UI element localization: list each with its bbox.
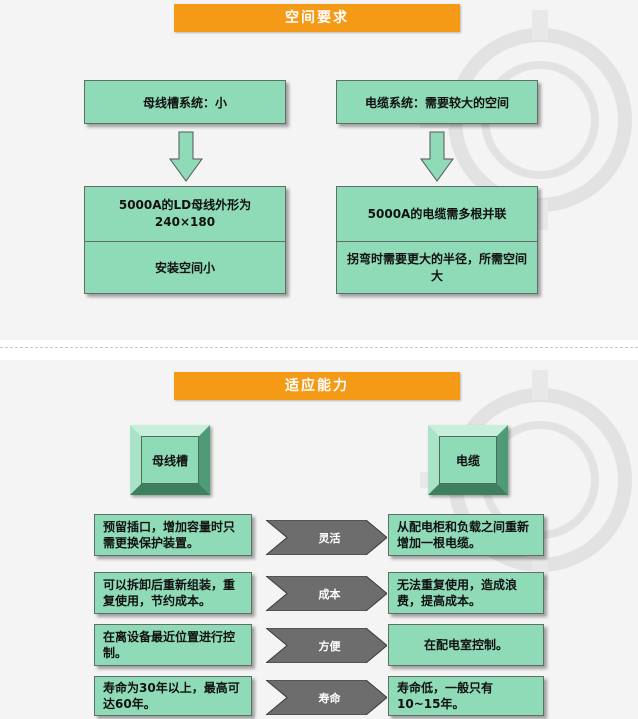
down-arrow-icon xyxy=(420,131,454,182)
comparison-label: 寿命 xyxy=(318,691,341,705)
down-arrow-icon xyxy=(169,131,203,182)
cable-bevel-box: 电缆 xyxy=(428,425,508,495)
cable-bend-text: 拐弯时需要更大的半径，所需空间大 xyxy=(347,252,528,283)
divider-line xyxy=(85,241,285,242)
busway-feature-text: 预留插口，增加容量时只需更换保护装置。 xyxy=(94,514,252,556)
busway-feature-text: 可以拆卸后重新组装，重复使用，节约成本。 xyxy=(94,572,252,614)
cable-space-label: 电缆系统：需要较大的空间 xyxy=(336,80,538,124)
busway-bevel-box: 母线槽 xyxy=(130,425,210,495)
cable-parallel-text: 5000A的电缆需多根并联 xyxy=(367,206,507,221)
busway-dimension-text: 5000A的LD母线外形为240×180 xyxy=(118,198,252,229)
busway-label: 母线槽 xyxy=(141,436,199,484)
comparison-chevron: 寿命 xyxy=(264,679,388,716)
cable-label: 电缆 xyxy=(439,436,497,484)
cable-feature-text: 寿命低，一般只有10~15年。 xyxy=(388,676,544,716)
adaptability-panel: 适应能力 母线槽 电缆 预留插口，增加容量时只需更换保护装置。 灵活 从配电柜和… xyxy=(0,360,638,719)
comparison-chevron: 方便 xyxy=(264,627,388,664)
busway-feature-text: 在离设备最近位置进行控制。 xyxy=(94,624,252,666)
divider-line xyxy=(337,241,537,242)
cable-space-detail: 5000A的电缆需多根并联 拐弯时需要更大的半径，所需空间大 xyxy=(336,186,538,294)
comparison-label: 成本 xyxy=(318,587,341,601)
space-title: 空间要求 xyxy=(174,4,460,32)
section-divider xyxy=(0,347,638,348)
comparison-chevron: 成本 xyxy=(264,575,388,612)
adaptability-title: 适应能力 xyxy=(174,372,460,400)
cable-feature-text: 从配电柜和负载之间重新增加一根电缆。 xyxy=(388,514,544,556)
comparison-label: 灵活 xyxy=(318,531,341,545)
comparison-label: 方便 xyxy=(318,639,341,653)
cable-feature-text: 在配电室控制。 xyxy=(388,624,544,666)
space-requirement-panel: 空间要求 母线槽系统：小 电缆系统：需要较大的空间 5000A的LD母线外形为2… xyxy=(0,0,638,340)
busway-feature-text: 寿命为30年以上，最高可达60年。 xyxy=(94,676,252,716)
busway-space-label: 母线槽系统：小 xyxy=(84,80,286,124)
comparison-chevron: 灵活 xyxy=(264,519,388,556)
busway-space-detail: 5000A的LD母线外形为240×180 安装空间小 xyxy=(84,186,286,294)
busway-install-text: 安装空间小 xyxy=(154,260,215,275)
cable-feature-text: 无法重复使用，造成浪费，提高成本。 xyxy=(388,572,544,614)
